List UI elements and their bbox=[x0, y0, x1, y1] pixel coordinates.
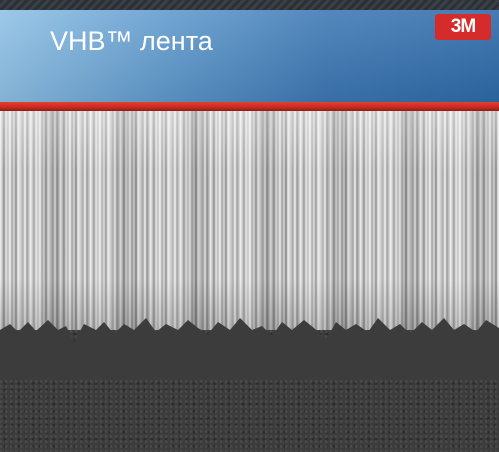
header-band bbox=[0, 10, 499, 102]
logo-text: 3M bbox=[450, 16, 476, 37]
red-accent-line bbox=[0, 102, 499, 111]
brand-logo: 3M bbox=[435, 14, 491, 40]
adhesive-fibers bbox=[0, 111, 499, 351]
product-title: VHB™ лента bbox=[50, 26, 213, 56]
top-texture-strip bbox=[0, 0, 499, 10]
fiber-shading bbox=[0, 111, 499, 351]
jagged-surface-edge bbox=[0, 318, 499, 380]
